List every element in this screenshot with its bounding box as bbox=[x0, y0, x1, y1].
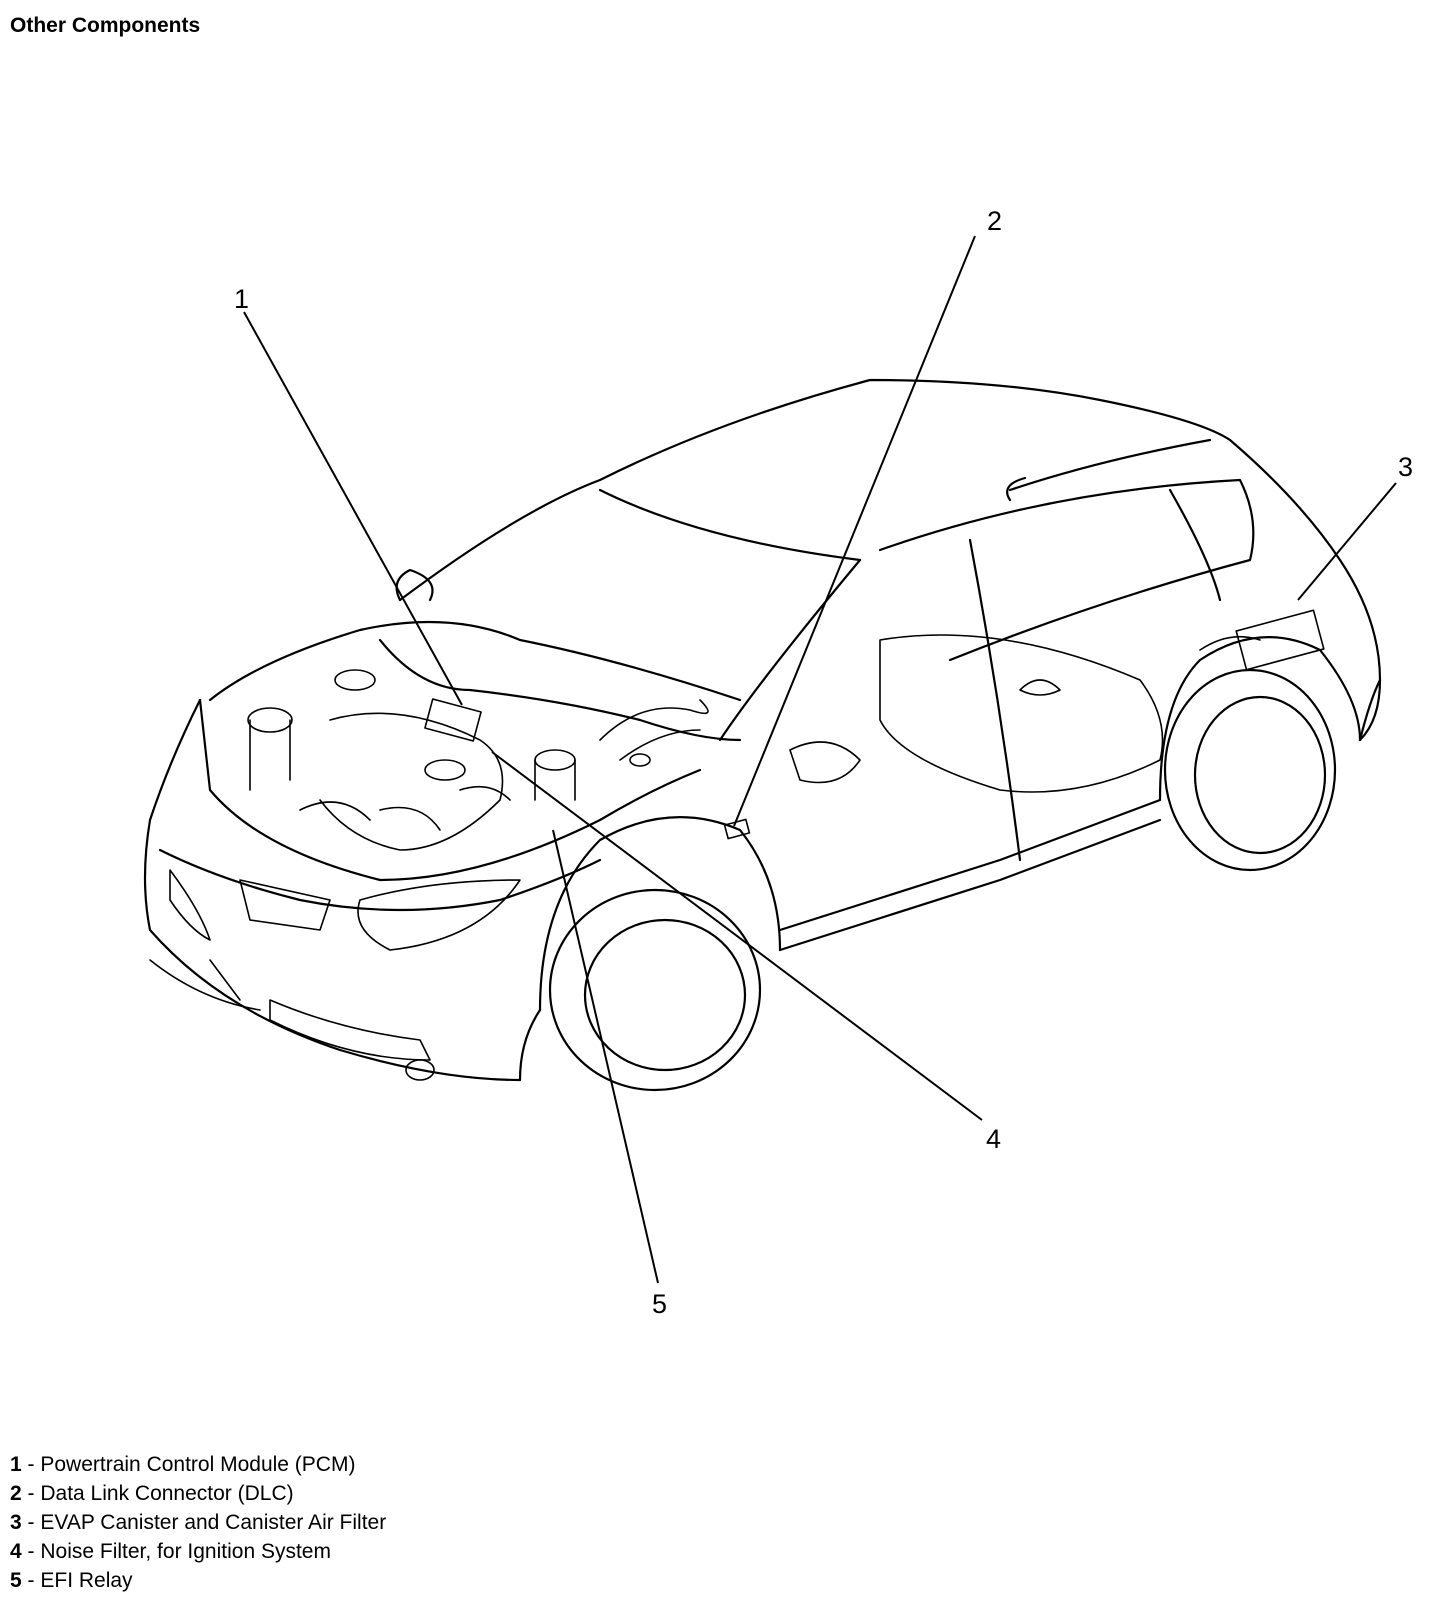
page-title: Other Components bbox=[10, 14, 201, 37]
vehicle-illustration bbox=[143, 378, 1382, 1092]
legend: 1 - Powertrain Control Module (PCM) 2 - … bbox=[10, 1450, 386, 1595]
legend-item: 3 - EVAP Canister and Canister Air Filte… bbox=[10, 1511, 387, 1534]
legend-item: 1 - Powertrain Control Module (PCM) bbox=[10, 1453, 356, 1476]
leader-line-2 bbox=[733, 235, 976, 827]
legend-item: 2 - Data Link Connector (DLC) bbox=[10, 1482, 294, 1505]
callout-numbers: 1 2 3 4 5 bbox=[234, 206, 1413, 1319]
callout-number-3: 3 bbox=[1398, 452, 1413, 482]
legend-item: 4 - Noise Filter, for Ignition System bbox=[10, 1540, 331, 1563]
leader-line-3 bbox=[1297, 482, 1397, 601]
callout-number-4: 4 bbox=[986, 1124, 1001, 1154]
callout-number-1: 1 bbox=[234, 284, 249, 314]
leader-lines bbox=[243, 235, 1397, 1284]
legend-item: 5 - EFI Relay bbox=[10, 1569, 133, 1592]
leader-line-4 bbox=[491, 751, 983, 1121]
leader-line-1 bbox=[243, 311, 463, 706]
callout-number-5: 5 bbox=[652, 1289, 667, 1319]
callout-number-2: 2 bbox=[987, 206, 1002, 236]
leader-line-5 bbox=[552, 829, 659, 1284]
